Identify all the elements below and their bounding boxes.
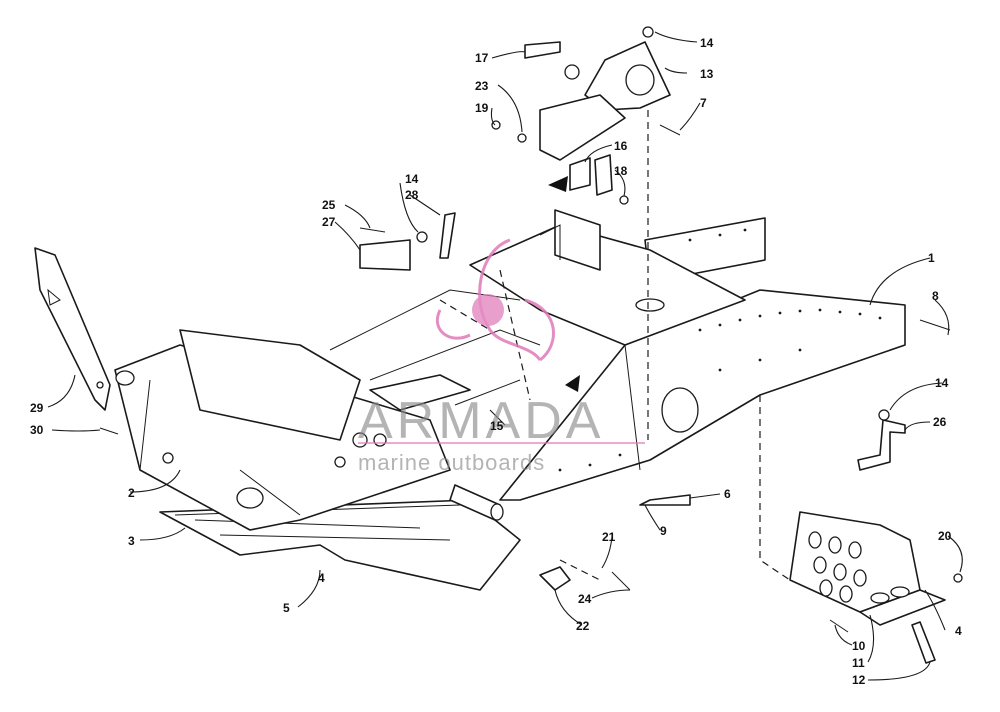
callout-27: 27 [322, 215, 336, 229]
callout-4: 4 [955, 624, 962, 638]
callout-28: 28 [405, 188, 419, 202]
part-16-bracket [569, 157, 591, 191]
callout-2: 2 [128, 486, 135, 500]
watermark: ARMADA marine outboards [358, 238, 645, 475]
callout-8: 8 [932, 289, 939, 303]
callout-21: 21 [602, 530, 616, 544]
callout-11: 11 [852, 656, 865, 670]
watermark-logo-icon [435, 238, 555, 362]
callout-29: 29 [30, 401, 44, 415]
callout-1: 1 [928, 251, 935, 265]
belly-pan [159, 499, 521, 591]
callout-18: 18 [614, 164, 628, 178]
callout-13: 13 [700, 67, 714, 81]
callout-25: 25 [322, 198, 336, 212]
callout-26: 26 [933, 415, 947, 429]
assembly-lines [439, 110, 791, 581]
part-22-clamp [539, 566, 571, 591]
callout-20: 20 [938, 529, 952, 543]
callout-10: 10 [852, 639, 866, 653]
arrow-icon [548, 176, 568, 192]
cross-tube [449, 484, 504, 521]
part-17-plate [524, 41, 561, 59]
callout-22: 22 [576, 619, 590, 633]
callout-23: 23 [475, 79, 489, 93]
callout-12: 12 [852, 673, 866, 687]
callout-7: 7 [700, 96, 707, 110]
part-27-plate [359, 239, 411, 271]
watermark-tagline: marine outboards [358, 450, 545, 475]
callout-16: 16 [614, 139, 628, 153]
part-12-strap [911, 621, 936, 664]
part-28-link [439, 212, 456, 259]
front-bumper-plate [34, 247, 111, 411]
running-board [789, 511, 946, 626]
callout-14: 14 [700, 36, 714, 50]
front-arm-assembly [114, 289, 541, 531]
callout-5: 5 [283, 601, 290, 615]
callout-3: 3 [128, 534, 135, 548]
callout-6: 6 [724, 487, 731, 501]
callout-9: 9 [660, 524, 667, 538]
steering-support-bracket [539, 41, 671, 161]
callout-labels: 1 2 3 4 4 5 6 7 8 9 10 11 12 13 14 14 14… [30, 36, 962, 687]
callout-14-alt2: 14 [405, 172, 419, 186]
watermark-brand: ARMADA [358, 392, 604, 450]
arrow-icon [565, 375, 580, 392]
main-frame-tunnel [469, 209, 906, 501]
part-6-clip [639, 494, 691, 506]
callout-24: 24 [578, 592, 592, 606]
part-26-tube [857, 419, 906, 471]
callout-14-alt: 14 [935, 376, 949, 390]
callout-4-alt: 4 [318, 571, 325, 585]
callout-17: 17 [475, 51, 489, 65]
callout-30: 30 [30, 423, 44, 437]
callout-15: 15 [490, 419, 504, 433]
leader-lines [47, 31, 963, 681]
callout-19: 19 [475, 101, 489, 115]
part-18-bracket [594, 154, 613, 196]
